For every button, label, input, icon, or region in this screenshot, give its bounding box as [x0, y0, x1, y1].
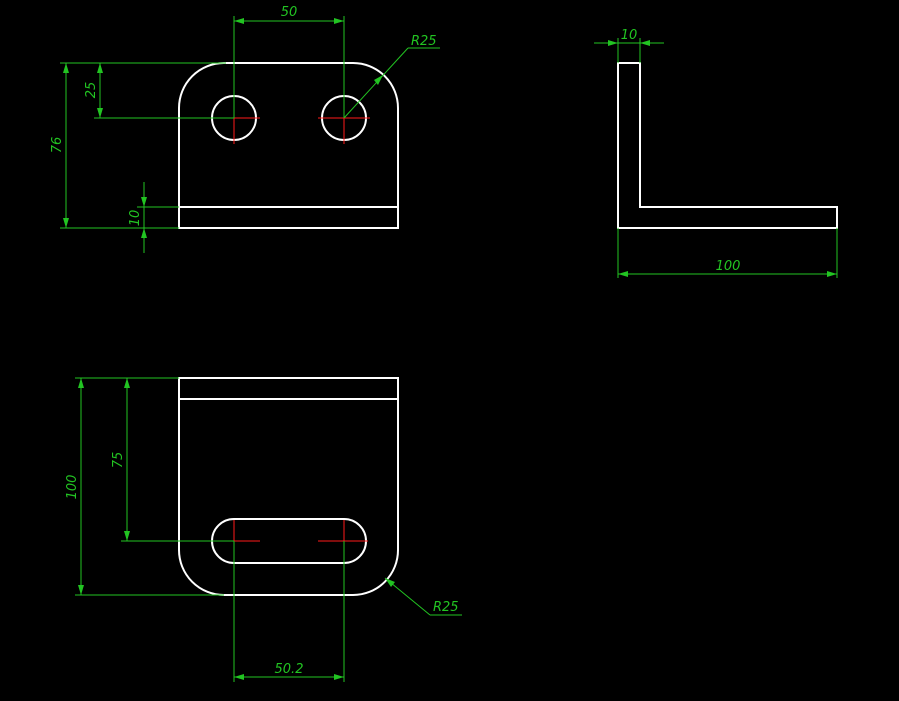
front-view: 50 R25 25 76 — [50, 5, 440, 253]
side-view-outline — [617, 62, 838, 229]
side-dim-10: 10 — [594, 28, 664, 63]
top-dim-100: 100 — [65, 377, 224, 596]
side-dim-10-label: 10 — [621, 28, 638, 43]
front-dim-10: 10 — [128, 182, 179, 253]
top-view: 100 75 50.2 R25 — [65, 377, 462, 682]
front-dim-10-label: 10 — [128, 210, 143, 227]
top-dim-50-2: 50.2 — [233, 541, 345, 682]
front-dim-25: 25 — [84, 62, 234, 119]
top-dim-75-label: 75 — [111, 452, 126, 469]
top-view-outline — [178, 377, 399, 596]
top-dim-50-2-label: 50.2 — [275, 662, 304, 677]
front-dim-76-label: 76 — [50, 137, 65, 154]
side-view: 10 100 — [594, 28, 838, 278]
front-dim-25-label: 25 — [84, 82, 99, 99]
top-dim-100-label: 100 — [65, 475, 80, 500]
front-dim-r25-label: R25 — [411, 34, 437, 49]
front-dim-r25: R25 — [343, 34, 440, 119]
front-dim-50: 50 — [233, 5, 345, 118]
top-dim-75: 75 — [111, 378, 234, 542]
side-dim-100: 100 — [617, 228, 838, 278]
front-dim-50-label: 50 — [281, 5, 298, 20]
front-view-outline — [178, 62, 399, 229]
front-dim-76: 76 — [50, 62, 179, 229]
top-dim-r25-label: R25 — [433, 600, 459, 615]
top-dim-r25: R25 — [384, 577, 462, 616]
side-dim-100-label: 100 — [716, 259, 741, 274]
